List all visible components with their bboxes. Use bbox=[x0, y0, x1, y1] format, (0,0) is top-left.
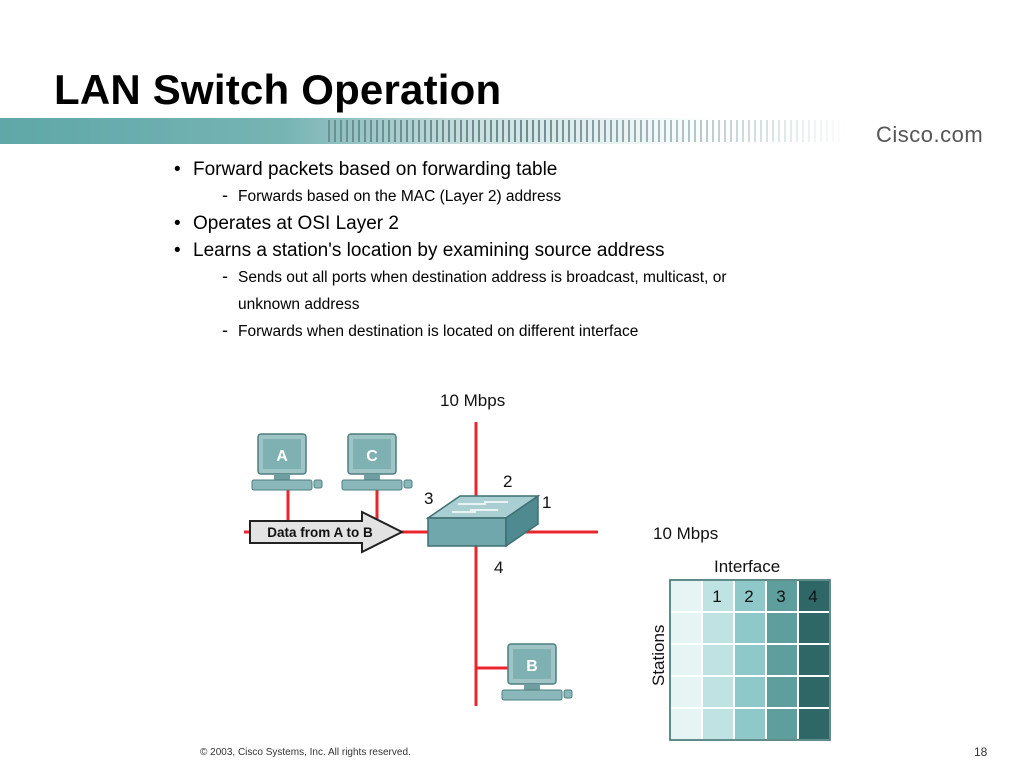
table-cell bbox=[733, 675, 767, 709]
table-cell bbox=[669, 579, 703, 613]
table-cell bbox=[797, 707, 831, 741]
table-cell bbox=[701, 675, 735, 709]
port-1-label: 1 bbox=[542, 493, 551, 512]
port-4-label: 4 bbox=[494, 558, 503, 577]
table-cell bbox=[701, 611, 735, 645]
table-cell bbox=[765, 579, 799, 613]
bullet-item: Forward packets based on forwarding tabl… bbox=[172, 156, 832, 183]
table-column-3-label: 3 bbox=[776, 587, 785, 606]
data-flow-arrow: Data from A to B bbox=[249, 510, 405, 554]
switch-icon bbox=[425, 494, 541, 548]
table-cell bbox=[669, 643, 703, 677]
table-cell bbox=[797, 675, 831, 709]
sub-bullet-item: Forwards based on the MAC (Layer 2) addr… bbox=[172, 182, 832, 210]
slide-title: LAN Switch Operation bbox=[54, 66, 502, 113]
table-column-2-label: 2 bbox=[744, 587, 753, 606]
table-header-interface: Interface bbox=[714, 557, 780, 576]
table-cell bbox=[733, 611, 767, 645]
station-a-icon: A bbox=[251, 433, 323, 491]
forwarding-table bbox=[669, 579, 831, 741]
page-number: 18 bbox=[974, 745, 988, 759]
table-cell bbox=[701, 707, 735, 741]
sub-bullet-item: Forwards when destination is located on … bbox=[172, 317, 832, 345]
arrow-label: Data from A to B bbox=[267, 525, 373, 540]
banner-stripes bbox=[328, 120, 848, 142]
sub-bullet-item: Sends out all ports when destination add… bbox=[172, 263, 832, 291]
table-cell bbox=[669, 675, 703, 709]
station-a-label: A bbox=[276, 448, 288, 465]
copyright-footer: © 2003, Cisco Systems, Inc. All rights r… bbox=[200, 747, 411, 758]
vertical-segment-label: 10 Mbps bbox=[440, 391, 505, 410]
table-border bbox=[669, 579, 831, 741]
table-cell bbox=[797, 579, 831, 613]
table-cell bbox=[765, 675, 799, 709]
bullet-list: Forward packets based on forwarding tabl… bbox=[172, 156, 832, 345]
cisco-logo[interactable]: Cisco.com bbox=[876, 122, 984, 147]
station-c-label: C bbox=[366, 448, 378, 465]
table-cell bbox=[797, 611, 831, 645]
table-column-1-label: 1 bbox=[712, 587, 721, 606]
horizontal-segment-label: 10 Mbps bbox=[653, 524, 718, 543]
bullet-item: Learns a station's location by examining… bbox=[172, 237, 832, 264]
table-cell bbox=[669, 707, 703, 741]
station-b-label: B bbox=[526, 658, 538, 675]
station-b-icon: B bbox=[501, 643, 573, 701]
table-cell bbox=[765, 643, 799, 677]
bullet-item: Operates at OSI Layer 2 bbox=[172, 210, 832, 237]
table-cell bbox=[669, 611, 703, 645]
port-2-label: 2 bbox=[503, 472, 512, 491]
table-cell bbox=[701, 579, 735, 613]
table-cell bbox=[701, 643, 735, 677]
table-cell bbox=[765, 611, 799, 645]
port-3-label: 3 bbox=[424, 489, 433, 508]
table-cell bbox=[733, 707, 767, 741]
sub-bullet-continuation: unknown address bbox=[238, 296, 360, 313]
station-c-icon: C bbox=[341, 433, 413, 491]
table-cell bbox=[765, 707, 799, 741]
table-column-4-label: 4 bbox=[808, 587, 817, 606]
table-cell bbox=[733, 643, 767, 677]
table-row-label-stations: Stations bbox=[649, 625, 668, 686]
table-cell bbox=[797, 643, 831, 677]
